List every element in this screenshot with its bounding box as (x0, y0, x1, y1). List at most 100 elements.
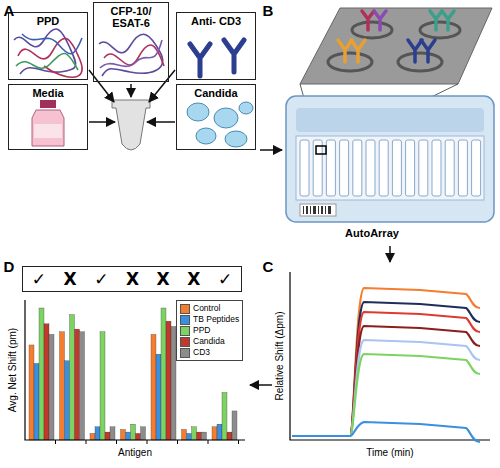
slot (300, 140, 309, 196)
device-name: AutoArray (345, 227, 399, 239)
candida-cells (187, 102, 253, 147)
trace (292, 422, 480, 442)
legend-swatch (180, 348, 190, 358)
slot (445, 140, 454, 196)
slot (340, 140, 349, 196)
box-title: Media (9, 85, 87, 99)
result-mark: X (64, 269, 77, 289)
result-mark: ✓ (94, 269, 108, 289)
result-mark: X (126, 269, 139, 289)
result-mark: ✓ (218, 269, 232, 289)
bar (80, 332, 85, 440)
bar (161, 308, 166, 440)
trace (292, 340, 480, 436)
bar (75, 329, 80, 440)
axis-title: Avg. Net Shift (pm) (7, 328, 18, 412)
bar (212, 427, 217, 440)
antigen-box: Candida (176, 84, 256, 150)
antibody (190, 40, 244, 76)
ppd-protein (14, 29, 82, 77)
legend-text: Control (193, 303, 220, 314)
bar (222, 392, 227, 440)
result-mark: ✓ (32, 269, 46, 289)
panel-letter: C (263, 258, 274, 275)
bar (151, 334, 156, 440)
slot (326, 140, 335, 196)
trace (292, 302, 480, 436)
bar (44, 324, 49, 440)
bar (90, 433, 95, 440)
bar-chart (25, 300, 245, 444)
legend-text: CD3 (193, 347, 210, 358)
bar (166, 321, 171, 440)
legend-text: Candida (193, 336, 225, 347)
legend-box: ControlTB PeptidesPPDCandidaCD3 (176, 300, 243, 361)
axis-title: Time (min) (366, 447, 413, 458)
box-title: Anti- CD3 (177, 13, 255, 27)
slot (392, 140, 401, 196)
antigen-box: Anti- CD3 (176, 12, 256, 80)
bar (202, 432, 207, 440)
legend-row: Control (180, 303, 239, 314)
panel-letter: B (263, 2, 274, 19)
panel-letter: D (4, 258, 15, 275)
box-title: Candida (177, 85, 255, 99)
bar (126, 432, 131, 440)
chip-plate (300, 8, 492, 84)
bar (232, 411, 237, 440)
bar (29, 345, 34, 440)
line-chart (290, 272, 490, 442)
legend-row: PPD (180, 325, 239, 336)
slot (353, 140, 362, 196)
result-row: ✓X✓XXX✓ (22, 266, 242, 292)
tb-peptides (99, 34, 164, 76)
bar (34, 363, 39, 440)
legend-swatch (180, 304, 190, 314)
slot (419, 140, 428, 196)
bar (70, 315, 75, 440)
slot (472, 140, 481, 196)
bar (187, 433, 192, 440)
bar (110, 427, 115, 440)
bar (156, 354, 161, 440)
box-title: PPD (9, 13, 87, 27)
slot (366, 140, 375, 196)
slot (313, 140, 322, 196)
bar (182, 429, 187, 440)
legend-swatch (180, 326, 190, 336)
panel-letter: A (4, 2, 15, 19)
bar (227, 432, 232, 440)
media-bottle (32, 100, 64, 146)
bar (217, 424, 222, 440)
bar (192, 427, 197, 440)
slot (432, 140, 441, 196)
slot (458, 140, 467, 196)
bar (100, 332, 105, 440)
legend-swatch (180, 315, 190, 325)
bar (136, 433, 141, 440)
bar (65, 361, 70, 440)
trace (292, 288, 480, 436)
bar (39, 308, 44, 440)
result-mark: X (187, 269, 200, 289)
bar (105, 432, 110, 440)
bar (141, 427, 146, 440)
bar (95, 427, 100, 440)
bar (131, 424, 136, 440)
legend-swatch (180, 337, 190, 347)
legend-row: CD3 (180, 347, 239, 358)
trace (292, 326, 480, 436)
legend-row: TB Peptides (180, 314, 239, 325)
axis-title: Antigen (118, 447, 152, 458)
bar (49, 334, 54, 440)
tube (112, 100, 150, 150)
result-mark: X (157, 269, 170, 289)
bar (121, 429, 126, 440)
legend-row: Candida (180, 336, 239, 347)
slot (379, 140, 388, 196)
trace (292, 312, 480, 436)
axis-title: Relative Shift (Δpm) (274, 312, 285, 401)
bar (60, 332, 65, 440)
slot (406, 140, 415, 196)
